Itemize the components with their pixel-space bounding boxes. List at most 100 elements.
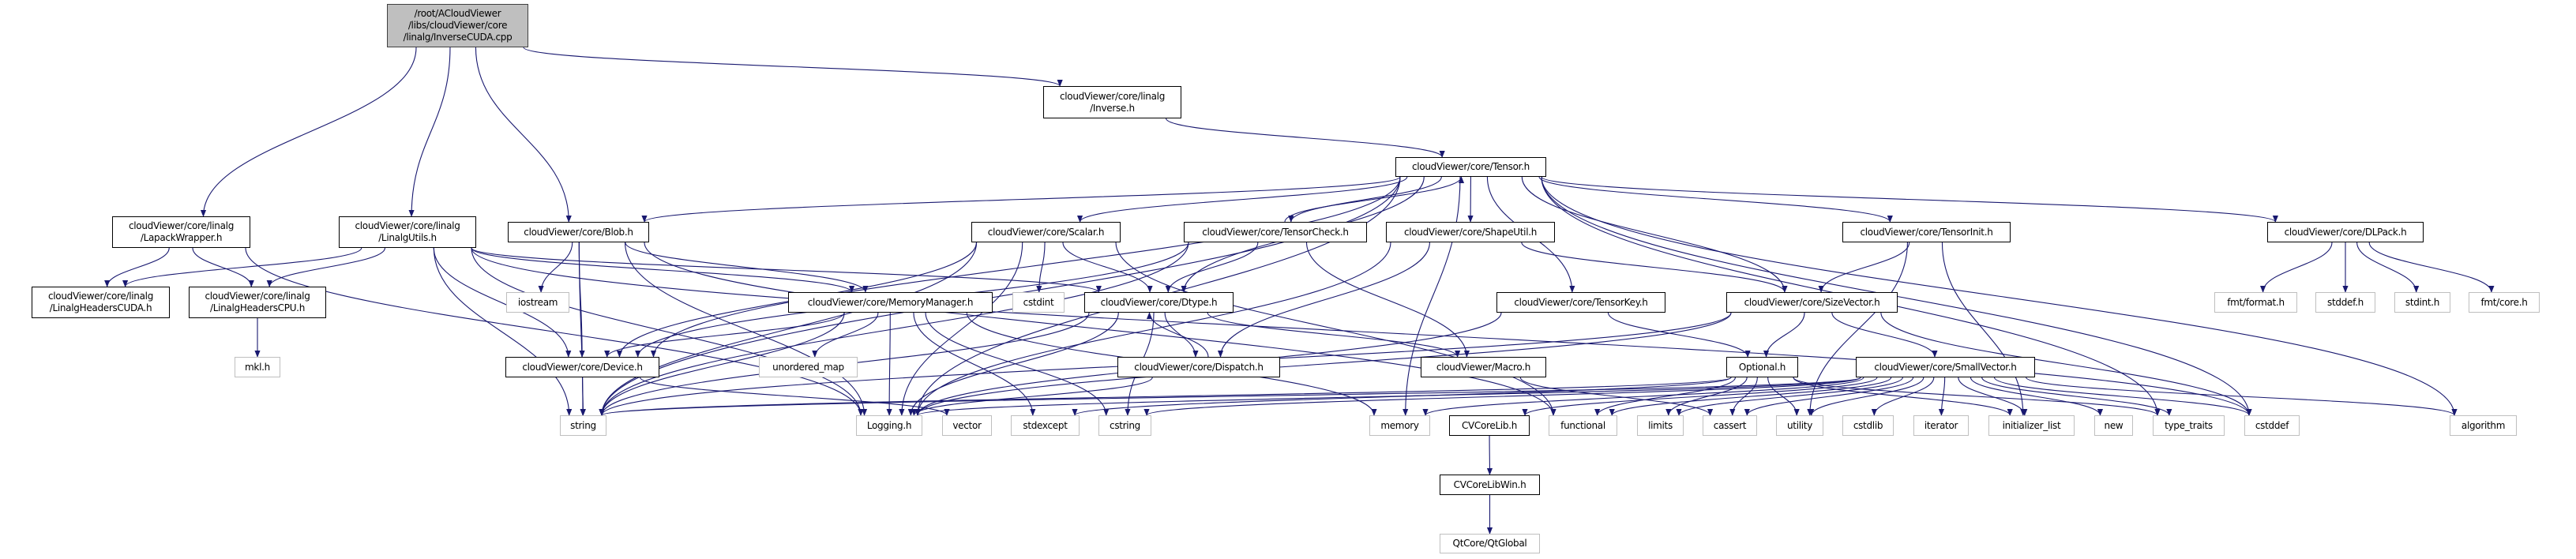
dependency-edge	[122, 247, 362, 287]
dependency-edge	[2356, 242, 2420, 293]
graph-node-cloudviewer-core-smallvector-h[interactable]: cloudViewer/core/SmallVector.h	[1856, 357, 2035, 377]
graph-node-iostream: iostream	[506, 292, 569, 313]
graph-node-fmt-format-h: fmt/format.h	[2214, 292, 2297, 313]
dependency-edge	[599, 377, 1861, 416]
dependency-edge	[408, 47, 451, 217]
dependency-edge	[192, 247, 254, 287]
dependency-edge	[1164, 312, 1199, 358]
graph-node-cloudviewer-core-sizevector-h[interactable]: cloudViewer/core/SizeVector.h	[1726, 292, 1898, 313]
dependency-edge	[433, 247, 572, 358]
dependency-edge	[914, 377, 1861, 416]
dependency-edge	[471, 247, 1102, 293]
graph-node-lapackwrapper-h[interactable]: cloudViewer/core/linalg /LapackWrapper.h	[112, 216, 250, 248]
graph-node-limits: limits	[1637, 415, 1684, 436]
dependency-edge	[625, 242, 869, 293]
dependency-edge	[1767, 377, 1800, 416]
graph-node-cloudviewer-macro-h[interactable]: cloudViewer/Macro.h	[1421, 357, 1546, 377]
graph-node-cloudviewer-core-memorymanager-h[interactable]: cloudViewer/core/MemoryManager.h	[788, 292, 993, 313]
graph-node-cloudviewer-core-shapeutil-h[interactable]: cloudViewer/core/ShapeUtil.h	[1386, 222, 1555, 242]
dependency-edge	[599, 312, 845, 416]
graph-node-cloudviewer-core-blob-h[interactable]: cloudViewer/core/Blob.h	[508, 222, 649, 242]
dependency-edge	[200, 47, 417, 217]
graph-node-cloudviewer-core-scalar-h[interactable]: cloudViewer/core/Scalar.h	[971, 222, 1121, 242]
graph-node-cloudviewer-core-dlpack-h[interactable]: cloudViewer/core/DLPack.h	[2267, 222, 2424, 242]
dependency-edge	[1871, 377, 1935, 416]
dependency-edge	[471, 247, 855, 293]
dependency-edge	[1970, 377, 2103, 416]
dependency-edge	[523, 47, 1063, 87]
dependency-edge	[812, 312, 879, 358]
dependency-edge	[899, 242, 1023, 416]
graph-node-linalgheaderscuda-h[interactable]: cloudViewer/core/linalg /LinalgHeadersCU…	[32, 287, 170, 318]
dependency-edge	[1993, 377, 2252, 416]
dependency-edge	[641, 176, 1401, 223]
graph-node-cvcorelib-h[interactable]: CVCoreLib.h	[1449, 415, 1530, 436]
graph-node-linalgheaderscpu-h[interactable]: cloudViewer/core/linalg /LinalgHeadersCP…	[189, 287, 326, 318]
graph-node-cloudviewer-core-device-h[interactable]: cloudViewer/core/Device.h	[505, 357, 659, 377]
graph-node-cvcorelibwin-h[interactable]: CVCoreLibWin.h	[1440, 475, 1540, 495]
dependency-edge	[1146, 312, 1209, 358]
dependency-edge	[1422, 377, 1864, 416]
graph-node-fmt-core-h: fmt/core.h	[2469, 292, 2540, 313]
dependency-edge	[640, 377, 950, 416]
dependency-edge	[1831, 312, 1938, 358]
graph-node-cloudviewer-core-tensorkey-h[interactable]: cloudViewer/core/TensorKey.h	[1496, 292, 1665, 313]
graph-node-cstdint: cstdint	[1012, 292, 1065, 313]
dependency-edge	[914, 242, 1391, 416]
dependency-edge	[580, 377, 587, 416]
dependency-edge	[578, 242, 585, 358]
graph-node-stddef-h: stddef.h	[2315, 292, 2375, 313]
dependency-edge	[1938, 377, 1946, 416]
dependency-edge	[1036, 242, 1046, 293]
graph-node-cloudviewer-core-tensorinit-h[interactable]: cloudViewer/core/TensorInit.h	[1842, 222, 2011, 242]
graph-node-stdexcept: stdexcept	[1011, 415, 1080, 436]
dependency-edge	[1521, 242, 1788, 293]
dependency-edge	[1941, 242, 2026, 416]
dependency-edge	[1077, 176, 1408, 223]
graph-node-initializer-list: initializer_list	[1988, 415, 2075, 436]
dependency-edge	[1207, 312, 1461, 358]
graph-node-optional-h[interactable]: Optional.h	[1726, 357, 1798, 377]
dependency-edge	[1519, 377, 1714, 416]
graph-node-type-traits: type_traits	[2153, 415, 2225, 436]
graph-node-linalgutils-h[interactable]: cloudViewer/core/linalg /LinalgUtils.h	[339, 216, 476, 248]
dependency-edge	[1818, 242, 1910, 293]
graph-node-vector: vector	[942, 415, 992, 436]
dependency-edge	[1284, 176, 1465, 223]
graph-node-stdint-h: stdint.h	[2394, 292, 2450, 313]
dependency-edge	[1166, 118, 1445, 158]
dependency-edge	[599, 377, 1732, 416]
dependency-edge	[471, 247, 864, 416]
dependency-edge	[1305, 242, 1470, 358]
graph-node-string: string	[560, 415, 606, 436]
dependency-edge	[604, 312, 845, 358]
graph-node-cstdlib: cstdlib	[1842, 415, 1894, 436]
graph-node-mkl-h: mkl.h	[235, 357, 280, 377]
dependency-edge	[104, 247, 170, 287]
graph-node-cloudviewer-core-dispatch-h[interactable]: cloudViewer/core/Dispatch.h	[1117, 357, 1280, 377]
graph-node-algorithm: algorithm	[2450, 415, 2517, 436]
dependency-edge	[1676, 377, 1903, 416]
dependency-edge	[266, 247, 386, 287]
graph-node-cloudviewer-core-dtype-h[interactable]: cloudViewer/core/Dtype.h	[1084, 292, 1234, 313]
dependency-edge	[1143, 377, 1861, 416]
dependency-edge	[1288, 176, 1442, 223]
graph-node-new: new	[2094, 415, 2133, 436]
dependency-edge	[911, 377, 1153, 416]
dependency-edge	[1522, 377, 1878, 416]
dependency-edge	[245, 247, 864, 416]
dependency-edge	[475, 47, 572, 223]
graph-node-inverse-h[interactable]: cloudViewer/core/linalg /Inverse.h	[1043, 86, 1181, 118]
dependency-edge	[471, 247, 2252, 416]
dependency-edge	[1808, 377, 1924, 416]
dependency-edge	[1763, 312, 1805, 358]
dependency-edge	[914, 312, 1732, 416]
graph-node-cloudviewer-core-tensorcheck-h[interactable]: cloudViewer/core/TensorCheck.h	[1184, 222, 1367, 242]
dependency-edge	[1729, 377, 1758, 416]
dependency-edge	[599, 242, 978, 416]
dependency-edge	[1541, 176, 2278, 223]
dependency-edge	[433, 247, 573, 416]
dependency-edge	[2260, 242, 2333, 293]
graph-node-cloudviewer-core-tensor-h[interactable]: cloudViewer/core/Tensor.h	[1395, 157, 1546, 177]
